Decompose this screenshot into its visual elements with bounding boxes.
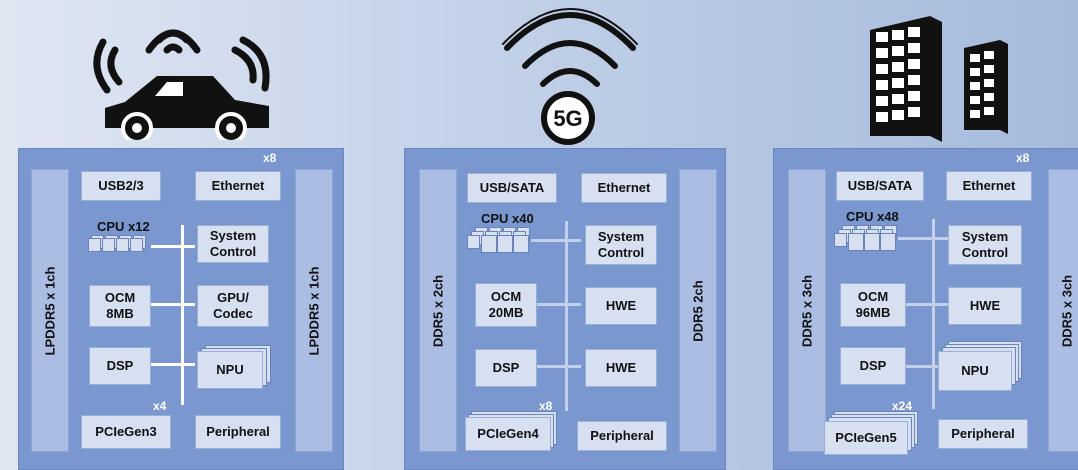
accelerator-1-block: GPU/ Codec <box>197 285 269 327</box>
soc-panel-5g: DDR5 x 2ch DDR5 2ch USB/SATA Ethernet CP… <box>404 148 726 470</box>
pcie-block: PCIeGen4 <box>465 417 551 451</box>
ocm-block: OCM 8MB <box>89 285 151 327</box>
pcie-block: PCIeGen3 <box>81 415 171 449</box>
pcie-block: PCIeGen5 <box>824 421 908 455</box>
cpu-label: CPU x40 <box>481 211 534 226</box>
ethernet-block: Ethernet <box>581 173 667 203</box>
system-control-block: System Control <box>585 225 657 265</box>
ethernet-block: Ethernet <box>195 171 281 201</box>
accelerator-2-block: NPU <box>197 351 263 389</box>
cpu-label: CPU x12 <box>97 219 150 234</box>
ocm-block: OCM 96MB <box>840 283 906 327</box>
5g-label: 5G <box>553 106 582 131</box>
dsp-block: DSP <box>840 347 906 385</box>
accelerator-1-block: HWE <box>948 287 1022 325</box>
soc-panel-automotive: LPDDR5 x 1ch LPDDR5 x 1ch x8 USB2/3 Ethe… <box>18 148 344 470</box>
cpu-label: CPU x48 <box>846 209 899 224</box>
memory-right: DDR5 x 3ch <box>1048 169 1078 452</box>
peripheral-block: Peripheral <box>938 419 1028 449</box>
ethernet-block: Ethernet <box>946 171 1032 201</box>
accelerator-2-block: HWE <box>585 349 657 387</box>
system-control-block: System Control <box>948 225 1022 265</box>
pcie-multiplier: x4 <box>153 399 167 413</box>
memory-right: LPDDR5 x 1ch <box>295 169 333 452</box>
memory-right: DDR5 2ch <box>679 169 717 452</box>
ocm-block: OCM 20MB <box>475 283 537 327</box>
usb-block: USB2/3 <box>81 171 161 201</box>
dsp-block: DSP <box>89 347 151 385</box>
usb-block: USB/SATA <box>836 171 924 201</box>
server-rack-icon <box>870 16 1008 142</box>
peripheral-block: Peripheral <box>195 415 281 449</box>
ethernet-multiplier: x8 <box>1016 151 1030 165</box>
pcie-multiplier: x8 <box>539 399 553 413</box>
soc-panel-datacenter: DDR5 x 3ch DDR5 x 3ch x8 USB/SATA Ethern… <box>773 148 1078 470</box>
accelerator-1-block: HWE <box>585 287 657 325</box>
ethernet-multiplier: x8 <box>263 151 277 165</box>
memory-left: LPDDR5 x 1ch <box>31 169 69 452</box>
memory-left: DDR5 x 3ch <box>788 169 826 452</box>
5g-wifi-icon: 5G <box>502 8 638 145</box>
memory-left: DDR5 x 2ch <box>419 169 457 452</box>
dsp-block: DSP <box>475 349 537 387</box>
connected-car-icon <box>93 29 270 140</box>
peripheral-block: Peripheral <box>577 421 667 451</box>
accelerator-2-block: NPU <box>938 351 1012 391</box>
system-control-block: System Control <box>197 225 269 263</box>
usb-block: USB/SATA <box>467 173 557 203</box>
pcie-multiplier: x24 <box>892 399 913 413</box>
